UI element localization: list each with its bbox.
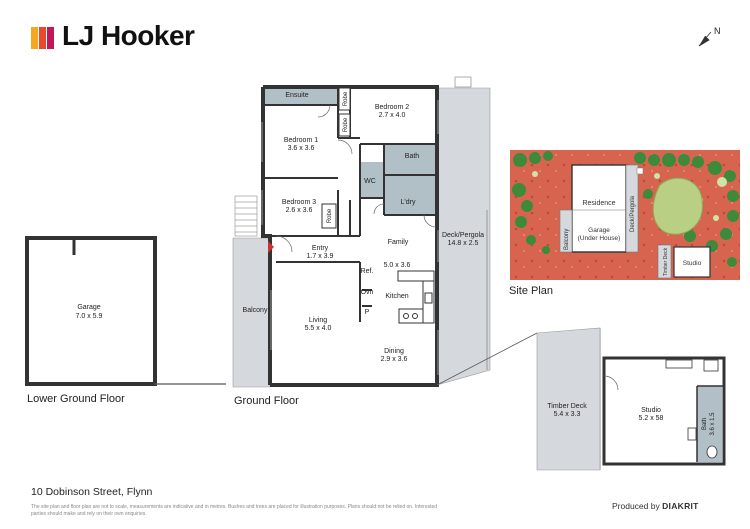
logo-stripe-3 — [47, 27, 54, 49]
dining-dims: 2.9 x 3.6 — [381, 356, 408, 363]
balcony-label: Balcony — [243, 307, 268, 314]
studio-fixtures — [665, 359, 719, 459]
site-plan-label: Site Plan — [509, 285, 554, 297]
balcony-stairs — [234, 195, 258, 237]
kitchen-name: Kitchen — [385, 293, 408, 300]
robe-label-2: Robe — [343, 117, 349, 132]
kitchen-dims: 5.0 x 3.6 — [384, 262, 411, 269]
bath-label: Bath — [405, 153, 420, 160]
compass-icon — [698, 31, 712, 47]
studio-bath-name: Bath — [702, 418, 708, 430]
bedroom1-name: Bedroom 1 — [284, 137, 318, 144]
living-name: Living — [309, 317, 327, 324]
site-balcony-label: Balcony — [564, 229, 570, 250]
timber-deck-dims: 5.4 x 3.3 — [554, 411, 581, 418]
lower-ground-floor-label: Lower Ground Floor — [27, 393, 125, 405]
deck-stair — [454, 76, 472, 88]
produced-prefix: Produced by — [612, 501, 660, 511]
bath-area — [384, 144, 435, 174]
bedroom2-name: Bedroom 2 — [375, 104, 409, 111]
bedroom1-dims: 3.6 x 3.6 — [288, 145, 315, 152]
laundry-label: L'dry — [401, 199, 416, 206]
ensuite-area — [265, 87, 340, 105]
timber-deck-name: Timber Deck — [547, 403, 587, 410]
site-timber-deck-label: Timber Deck — [663, 247, 669, 276]
site-studio-label: Studio — [683, 260, 702, 267]
brand-name: LJ Hooker — [62, 20, 195, 51]
site-deck-label: Deck/Pergola — [630, 195, 636, 232]
bedroom3-name: Bedroom 3 — [282, 199, 316, 206]
studio-name: Studio — [641, 407, 661, 414]
pantry-label: P — [365, 309, 370, 316]
lower-garage-dims: 7.0 x 5.9 — [76, 313, 103, 320]
dining-name: Dining — [384, 348, 404, 355]
door-arcs — [275, 104, 437, 253]
entry-marker — [268, 241, 274, 253]
timber-deck-area — [536, 327, 601, 471]
wc-area — [360, 162, 383, 198]
windows — [261, 100, 488, 375]
laundry-area — [384, 175, 435, 215]
lower-garage-name: Garage — [77, 304, 100, 311]
deck-dims: 14.8 x 2.5 — [448, 240, 479, 247]
site-garage-label-1: Garage — [588, 227, 610, 234]
bedroom2-dims: 2.7 x 4.0 — [379, 112, 406, 119]
compass-label: N — [714, 26, 721, 36]
wc-label: WC — [364, 178, 376, 185]
logo-stripe-2 — [39, 27, 46, 49]
entry-dims: 1.7 x 3.9 — [307, 253, 334, 260]
producer-brand: DIAKRIT — [662, 501, 699, 511]
site-garage-label-2: (Under House) — [578, 235, 621, 242]
disclaimer-text: The site plan and floor plan are not to … — [31, 504, 438, 517]
ensuite-label: Ensuite — [285, 92, 308, 99]
deck-name: Deck/Pergola — [442, 232, 484, 239]
robe-closets — [321, 87, 351, 229]
family-label: Family — [388, 239, 409, 246]
property-address: 10 Dobinson Street, Flynn — [31, 486, 153, 498]
living-dims: 5.5 x 4.0 — [305, 325, 332, 332]
lower-garage — [25, 236, 226, 386]
produced-by: Produced by DIAKRIT — [612, 501, 699, 511]
site-residence-label: Residence — [582, 200, 615, 207]
robe-label-3: Robe — [327, 208, 333, 223]
studio-bath-dims: 3.6 x 1.5 — [710, 412, 716, 436]
oven-label: Ovn — [361, 289, 374, 296]
ground-floor-label: Ground Floor — [234, 395, 299, 407]
ref-label: Ref. — [361, 268, 374, 275]
bedroom3-dims: 2.6 x 3.6 — [286, 207, 313, 214]
robe-label-1: Robe — [343, 91, 349, 106]
interior-walls — [263, 87, 437, 322]
logo-stripe-1 — [31, 27, 38, 49]
entry-name: Entry — [312, 245, 329, 252]
brand-logo — [31, 27, 55, 49]
site-plan-graphic — [510, 150, 740, 280]
studio-dims: 5.2 x 58 — [639, 415, 664, 422]
kitchen-bench — [397, 270, 435, 324]
